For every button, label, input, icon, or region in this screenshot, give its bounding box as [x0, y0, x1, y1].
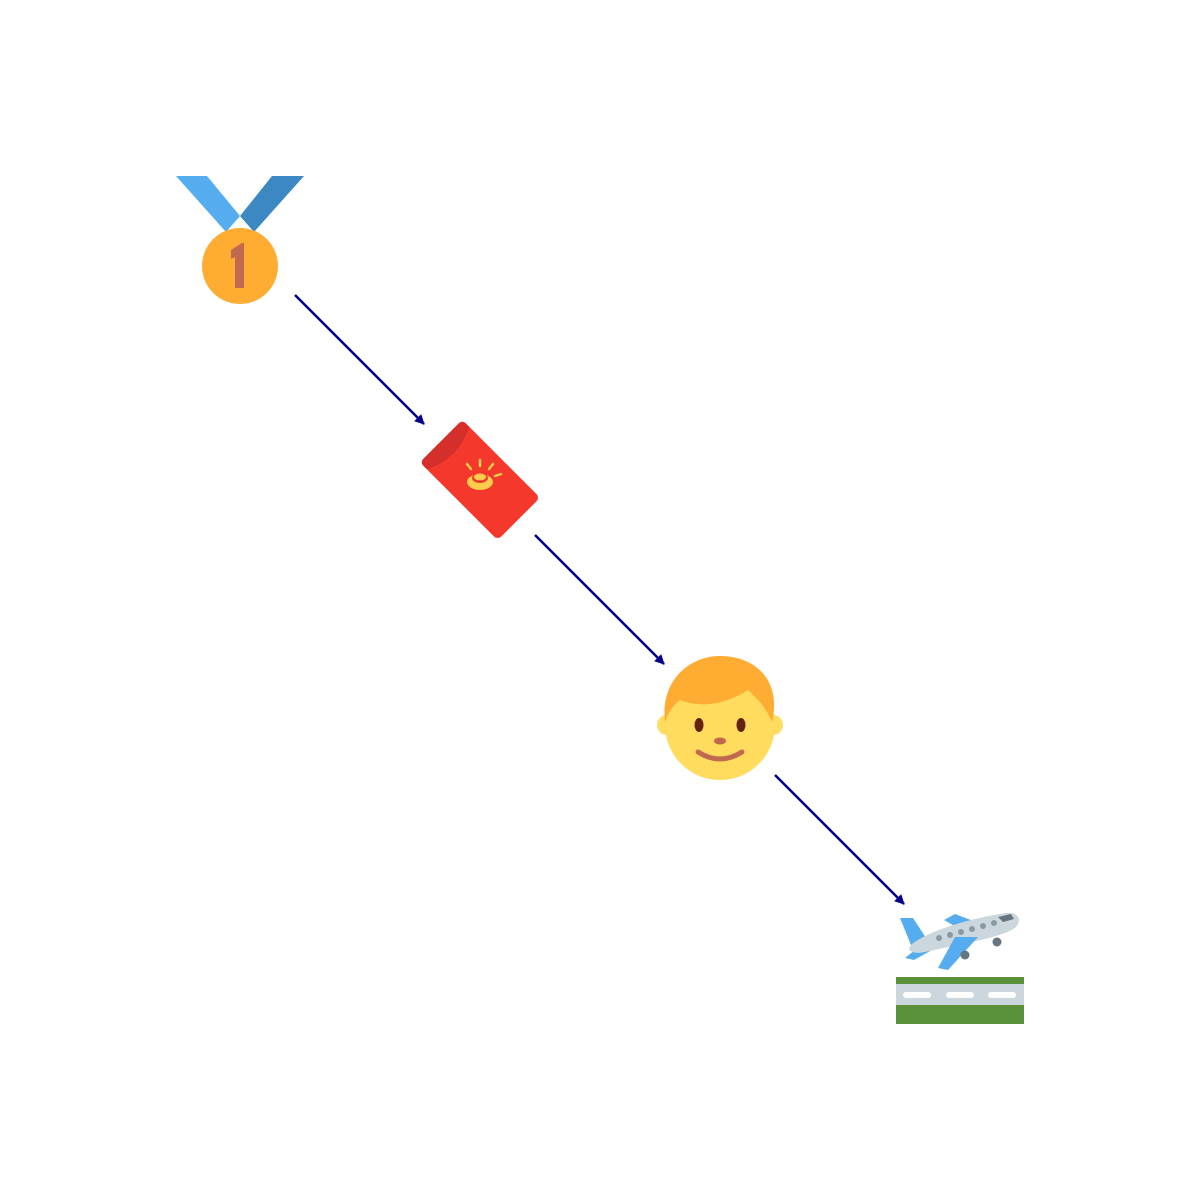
edges — [294, 294, 905, 905]
edge-arrow-3 — [774, 774, 905, 905]
first-place-medal-icon — [176, 176, 304, 304]
boy-face-icon — [657, 656, 783, 780]
edge-arrow-2 — [534, 534, 665, 665]
red-envelope-icon — [421, 421, 539, 539]
edge-arrow-1 — [294, 294, 425, 425]
airplane-departure-icon — [896, 912, 1024, 1024]
